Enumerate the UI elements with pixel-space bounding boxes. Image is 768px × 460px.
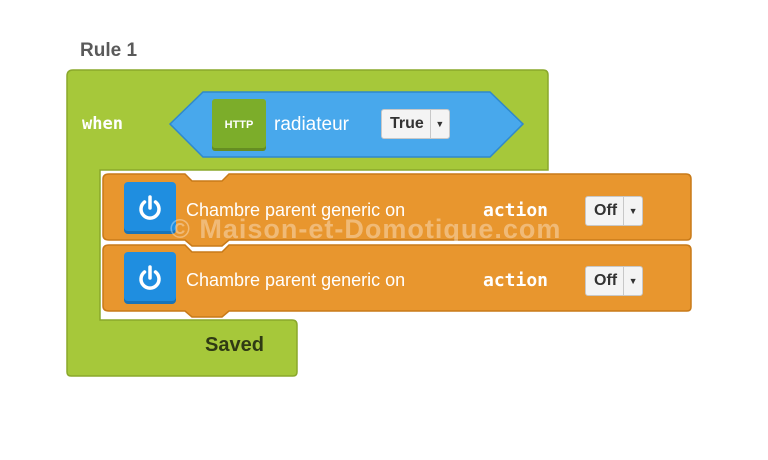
action-value: Off — [594, 272, 618, 289]
http-icon: HTTP — [212, 99, 266, 151]
chevron-down-icon: ▼ — [623, 267, 642, 295]
action-block-2[interactable] — [102, 244, 692, 318]
watermark: © Maison-et-Domotique.com — [170, 214, 562, 244]
power-icon — [124, 182, 176, 234]
action-keyword: action — [483, 200, 549, 221]
rule-title: Rule 1 — [80, 40, 138, 61]
saved-status: Saved — [205, 334, 264, 356]
trigger-value-dropdown[interactable]: True ▼ — [381, 109, 450, 139]
trigger-variable: radiateur — [274, 114, 349, 135]
action-keyword: action — [483, 270, 549, 291]
trigger-value: True — [390, 115, 424, 132]
action-value: Off — [594, 202, 618, 219]
action-label: Chambre parent generic on — [186, 200, 406, 220]
action-value-dropdown[interactable]: Off ▼ — [585, 266, 644, 296]
action-value-dropdown[interactable]: Off ▼ — [585, 196, 644, 226]
power-icon — [124, 252, 176, 304]
action-block-1[interactable] — [102, 173, 692, 247]
chevron-down-icon: ▼ — [429, 110, 449, 138]
when-keyword: when — [82, 114, 123, 134]
chevron-down-icon: ▼ — [623, 197, 642, 225]
action-label: Chambre parent generic on — [186, 270, 406, 290]
